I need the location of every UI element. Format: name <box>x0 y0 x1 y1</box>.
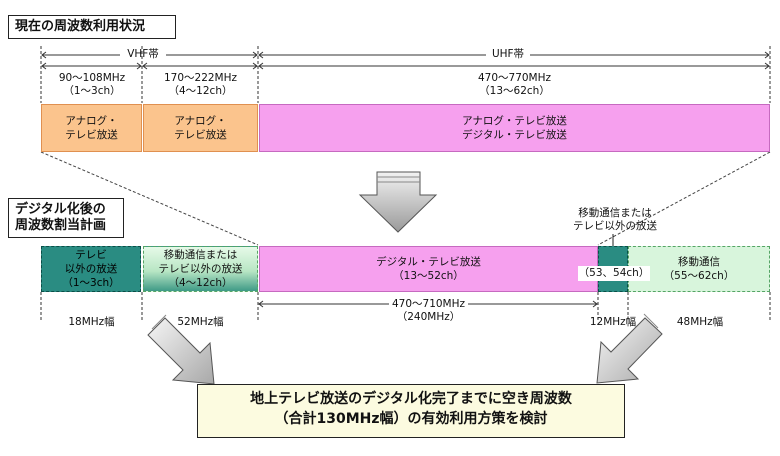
allocation-plan-title-line2: 周波数割当計画 <box>15 218 107 233</box>
callout-line1: 移動通信または <box>578 207 652 219</box>
callout-line2: テレビ以外の放送 <box>573 220 657 232</box>
vhf1-box-line2: テレビ放送 <box>65 129 118 141</box>
box5-line1: 移動通信 <box>678 256 720 268</box>
right-diagonal-arrow-icon <box>596 313 663 384</box>
vhf2-freq-label: 170～222MHz （4～12ch） <box>143 72 258 98</box>
box1-line3: （1～3ch） <box>62 277 120 289</box>
uhf-box-line1: アナログ・テレビ放送 <box>462 115 567 127</box>
vhf1-box-line1: アナログ・ <box>65 115 118 127</box>
sub-dimensions <box>41 62 770 70</box>
box2-line1: 移動通信または <box>163 249 238 261</box>
top-separators <box>40 46 771 103</box>
mobile-comm-box: 移動通信 （55～62ch） <box>628 246 770 292</box>
uhf-freq-label: 470～770MHz （13～62ch） <box>259 72 770 98</box>
callout-label: 移動通信または テレビ以外の放送 <box>550 207 680 233</box>
width-18mhz: 18MHz幅 <box>68 316 115 328</box>
width-52mhz: 52MHz幅 <box>177 316 224 328</box>
ch53-54-label: （53、54ch） <box>578 266 650 281</box>
uhf-ch: （13～62ch） <box>479 85 550 97</box>
uhf-dimension <box>258 51 770 59</box>
down-arrow-icon <box>358 171 438 233</box>
vhf2-analog-tv-box: アナログ・ テレビ放送 <box>143 104 258 152</box>
uhf-tv-box: アナログ・テレビ放送 デジタル・テレビ放送 <box>259 104 770 152</box>
bottom-separators <box>40 292 771 322</box>
box1-line2: 以外の放送 <box>64 263 118 275</box>
width-12mhz: 12MHz幅 <box>589 316 637 328</box>
box2-line2: テレビ以外の放送 <box>158 263 243 275</box>
projection-lines <box>40 151 771 246</box>
vhf2-freq: 170～222MHz <box>163 72 238 84</box>
box3-line2: （13～52ch） <box>393 270 464 282</box>
box3-line1: デジタル・テレビ放送 <box>376 256 481 268</box>
allocation-plan-title: デジタル化後の 周波数割当計画 <box>8 198 124 238</box>
non-tv-broadcast-box: テレビ 以外の放送 （1～3ch） <box>41 246 141 292</box>
vhf1-analog-tv-box: アナログ・ テレビ放送 <box>41 104 142 152</box>
vhf2-box-line2: テレビ放送 <box>174 129 227 141</box>
uhf-freq: 470～770MHz <box>477 72 552 84</box>
vhf1-freq-label: 90～108MHz （1～3ch） <box>42 72 142 98</box>
conclusion-line1: 地上テレビ放送のデジタル化完了までに空き周波数 <box>250 391 572 407</box>
vhf-band-label: VHF帯 <box>127 48 159 60</box>
digital-tv-box: デジタル・テレビ放送 （13～52ch） <box>259 246 598 292</box>
width3-line2: （240MHz） <box>396 311 461 323</box>
conclusion-line2: （合計130MHz幅）の有効利用方策を検討 <box>274 411 548 427</box>
box1-line1: テレビ <box>75 249 107 261</box>
mobile-or-broadcast-box: 移動通信または テレビ以外の放送 （4～12ch） <box>143 246 258 292</box>
width-48mhz: 48MHz幅 <box>676 316 724 328</box>
vhf2-ch: （4～12ch） <box>168 85 233 97</box>
vhf-dimension <box>41 51 258 59</box>
width-240mhz-label: 470～710MHz （240MHz） <box>259 298 598 324</box>
vhf2-box-line1: アナログ・ <box>174 115 227 127</box>
current-usage-title: 現在の周波数利用状況 <box>8 15 176 39</box>
uhf-box-line2: デジタル・テレビ放送 <box>462 129 567 141</box>
box2-line3: （4～12ch） <box>168 277 233 289</box>
uhf-band-label: UHF帯 <box>491 48 525 60</box>
conclusion-box: 地上テレビ放送のデジタル化完了までに空き周波数 （合計130MHz幅）の有効利用… <box>197 384 625 438</box>
vhf1-ch: （1～3ch） <box>63 85 121 97</box>
allocation-plan-title-line1: デジタル化後の <box>15 202 106 217</box>
vhf1-freq: 90～108MHz <box>58 72 126 84</box>
width3-line1: 470～710MHz <box>388 298 469 311</box>
box5-line2: （55～62ch） <box>663 270 735 282</box>
